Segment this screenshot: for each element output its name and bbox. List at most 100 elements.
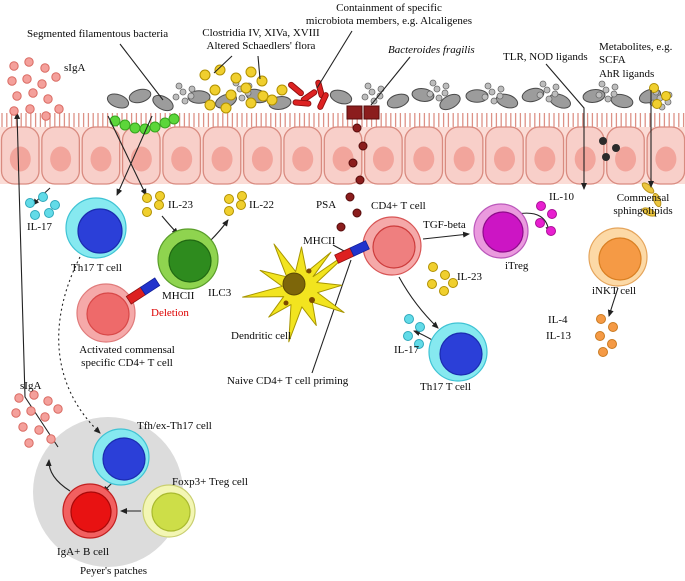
sfb-chain-dot [168,113,180,125]
clostridia-dot [256,75,268,87]
alcaligenes-rod [292,99,312,107]
mhcii-complex-center [334,240,370,264]
bacteroides-cell [363,105,380,120]
label-deletion: Deletion [151,307,189,319]
siga-dots-top [7,57,64,121]
clostridia-dot [214,64,226,76]
cd4-cell [362,216,422,276]
psa-dots [336,123,368,232]
clostridia-dot [204,99,216,111]
il17-dots-right [403,314,425,349]
label-il4: IL-4 [548,314,568,326]
label-iga-b-cell: IgA+ B cell [57,546,110,558]
bacteroides-cell [346,105,363,120]
label-mhcii-center: MHCII [303,235,336,247]
label-il13: IL-13 [546,330,572,342]
gray-bacterium [386,93,410,109]
sfb-chain-dot [149,121,161,133]
dendritic-cell [242,243,352,343]
sfb-chain-dot [119,119,131,131]
foxp3-treg-cell [142,484,196,538]
label-th17-right: Th17 T cell [420,381,471,393]
label-cd4-t-cell: CD4+ T cell [371,200,426,212]
ahr-ligand-dot [661,91,671,101]
label-tgf-beta: TGF-beta [423,219,466,231]
metabolite-dot [612,144,620,152]
iga-b-cell [62,483,118,539]
label-segmented-filamentous-bacteria: Segmented filamentous bacteria [27,28,169,40]
label-commensal-sphingolipids: Commensal sphingolipids [613,192,673,218]
label-th17-left: Th17 T cell [71,262,122,274]
label-foxp3-treg: Foxp3+ Treg cell [172,476,248,488]
siga-dots-bottom [11,390,63,448]
label-bacteroides-fragilis: Bacteroides fragilis [388,44,475,56]
label-metabolites: Metabolites, e.g. SCFA AhR ligands [599,41,673,80]
clostridia-dot [240,82,252,94]
clostridia-dot [230,72,242,84]
dendritic-nucleus [282,272,306,296]
th17-cell-left [65,197,127,259]
alcaligenes-rod [288,81,304,97]
label-tfh-cell: Tfh/ex-Th17 cell [137,420,212,432]
metabolite-dot [602,153,610,161]
alcaligenes-rod [317,92,329,110]
gray-bacterium [128,88,152,104]
gray-bacterium [329,89,353,105]
label-il23-right: IL-23 [457,271,483,283]
clostridia-dot [266,94,278,106]
clostridia-dot [245,97,257,109]
clostridia-dot [209,84,221,96]
label-activated-cd4: Activated commensal specific CD4+ T cell [79,344,175,370]
label-naive-priming: Naive CD4+ T cell priming [227,375,349,387]
label-clostridia: Clostridia IV, XIVa, XVIII Altered Schae… [202,27,320,53]
gray-bacterium [439,93,461,111]
il23-dots-right [427,262,458,296]
mhcii-complex-left [125,277,161,305]
itreg-cell [473,203,529,259]
label-dendritic-cell: Dendritic cell [231,330,292,342]
label-inkt-cell: iNKT cell [592,285,637,297]
label-il23-left: IL-23 [168,199,194,211]
sfb-chain-dot [159,117,171,129]
activated-cd4-cell [76,283,136,343]
label-containment: Containment of specific microbiota membe… [305,2,473,28]
sphingolipid-oval [642,207,656,217]
th17-cell-right [428,322,488,382]
il4-il13-dots [595,314,618,357]
ilc3-cell [157,228,219,290]
clostridia-dot [220,102,232,114]
clostridia-dot [245,66,257,78]
epithelium-layer [0,113,685,185]
label-il10: IL-10 [549,191,575,203]
label-il17-right: IL-17 [394,344,420,356]
clostridia-dot [276,84,288,96]
label-mhcii-left: MHCII [162,290,195,302]
arrows-layer [14,30,654,514]
metabolite-dot [599,137,607,145]
label-il22: IL-22 [249,199,275,211]
label-peyers-patches: Peyer's patches [80,565,148,577]
sfb-chain-dot [129,122,141,134]
bacteria-layer [106,64,673,217]
sphingolipid-oval [652,192,662,208]
tfh-cell [92,428,150,486]
il22-dots [224,191,247,216]
inkt-cell [588,227,648,287]
label-itreg: iTreg [505,260,529,272]
gray-bacterium [106,93,130,109]
label-psa: PSA [316,199,337,211]
label-tlr-nod-ligands: TLR, NOD ligands [503,51,588,63]
il10-dots [535,201,557,236]
label-siga-top: sIgA [64,62,86,74]
clostridia-dot [199,69,211,81]
ahr-ligand-dot [652,99,662,109]
label-ilc3: ILC3 [208,287,232,299]
il17-dots-left [25,192,60,220]
label-siga-bottom: sIgA [20,380,42,392]
clostridia-dot [225,89,237,101]
ahr-ligand-dot [649,83,659,93]
label-il17-left: IL-17 [27,221,53,233]
gray-bacterium [521,87,545,103]
